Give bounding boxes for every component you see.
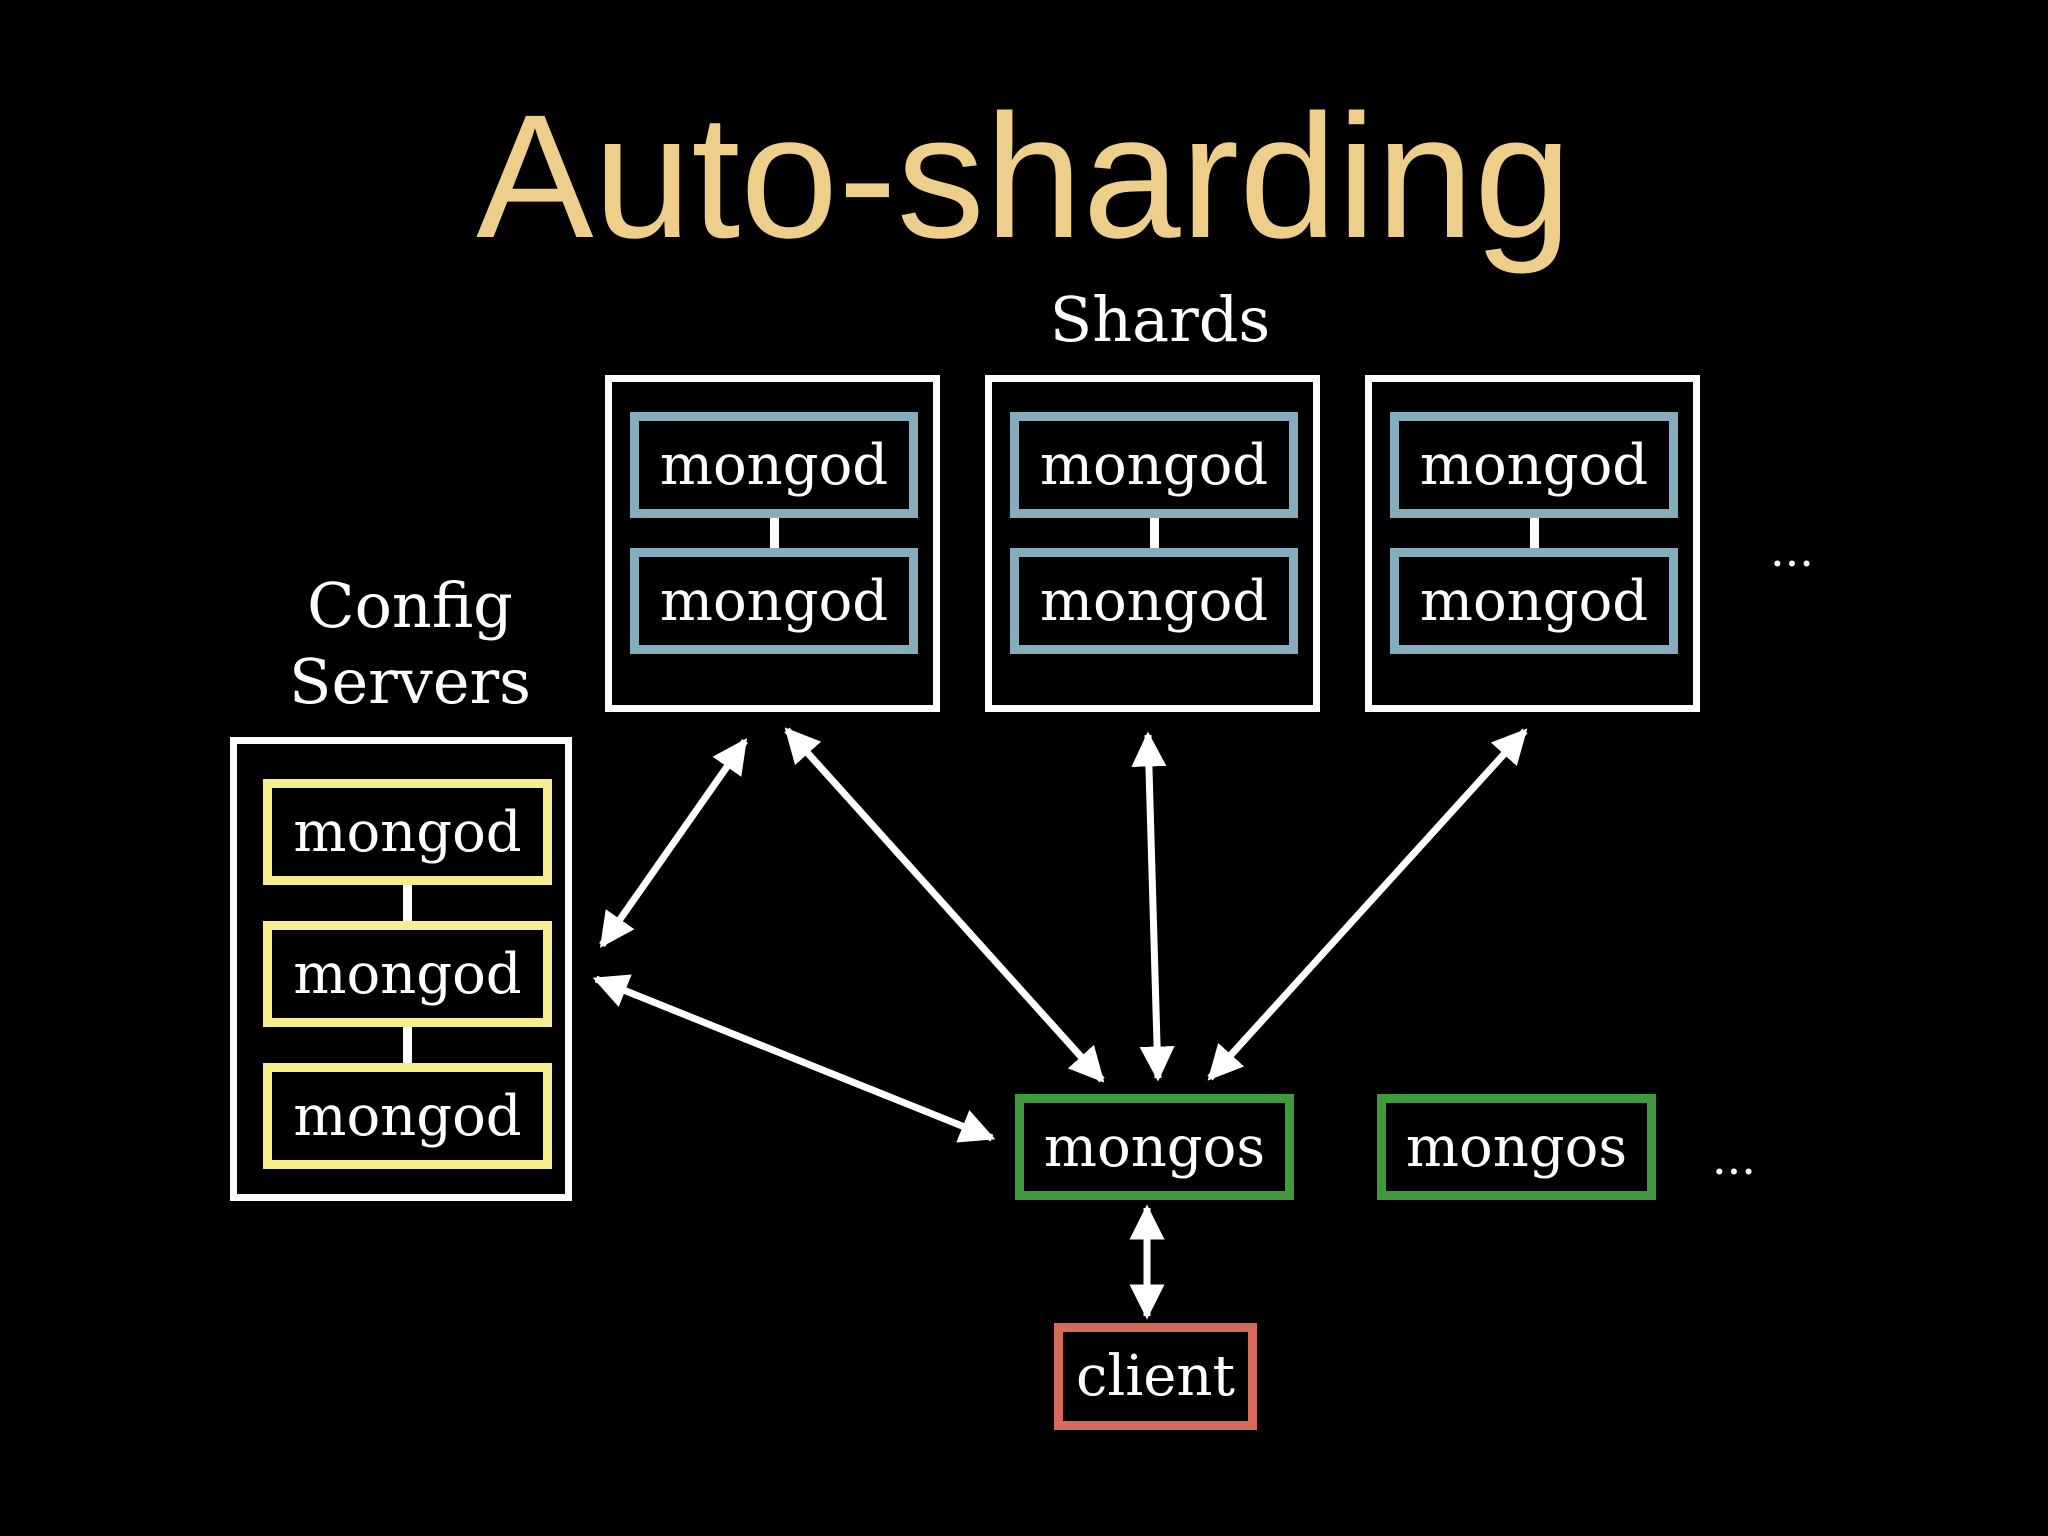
shard-3-replica-link <box>1530 518 1539 548</box>
arrow-config-to-shard-1 <box>599 738 748 948</box>
arrow-shard-1-to-mongos <box>784 727 1105 1083</box>
shard-1-secondary-mongod: mongod <box>630 548 918 654</box>
config-servers-group: mongod mongod mongod <box>230 737 572 1201</box>
config-link-2 <box>403 1027 412 1063</box>
shard-1-primary-mongod: mongod <box>630 412 918 518</box>
config-servers-label-line2: Servers <box>289 645 531 718</box>
more-routers-ellipsis: ... <box>1712 1131 1756 1185</box>
arrow-shard-3-to-mongos <box>1207 728 1528 1081</box>
shard-group-1: mongod mongod <box>605 375 940 712</box>
shard-3-secondary-mongod: mongod <box>1390 548 1678 654</box>
config-server-2-mongod: mongod <box>263 921 552 1027</box>
config-servers-label-line1: Config <box>307 569 513 642</box>
config-servers-label: Config Servers <box>270 568 550 720</box>
shard-3-primary-mongod: mongod <box>1390 412 1678 518</box>
arrow-shard-2-to-mongos <box>1131 731 1175 1082</box>
shard-2-secondary-mongod: mongod <box>1010 548 1298 654</box>
mongos-router-1: mongos <box>1015 1094 1294 1200</box>
client-box: client <box>1054 1323 1257 1430</box>
config-server-1-mongod: mongod <box>263 779 552 885</box>
config-link-1 <box>403 885 412 921</box>
shards-label: Shards <box>1049 283 1271 356</box>
shard-1-replica-link <box>770 518 779 548</box>
slide-title: Auto-sharding <box>476 79 1572 275</box>
shard-group-2: mongod mongod <box>985 375 1320 712</box>
shard-group-3: mongod mongod <box>1365 375 1700 712</box>
shard-2-replica-link <box>1150 518 1159 548</box>
more-shards-ellipsis: ... <box>1770 523 1814 577</box>
arrow-config-to-mongos <box>592 974 996 1143</box>
mongos-router-2: mongos <box>1377 1094 1656 1200</box>
config-server-3-mongod: mongod <box>263 1063 552 1169</box>
shard-2-primary-mongod: mongod <box>1010 412 1298 518</box>
